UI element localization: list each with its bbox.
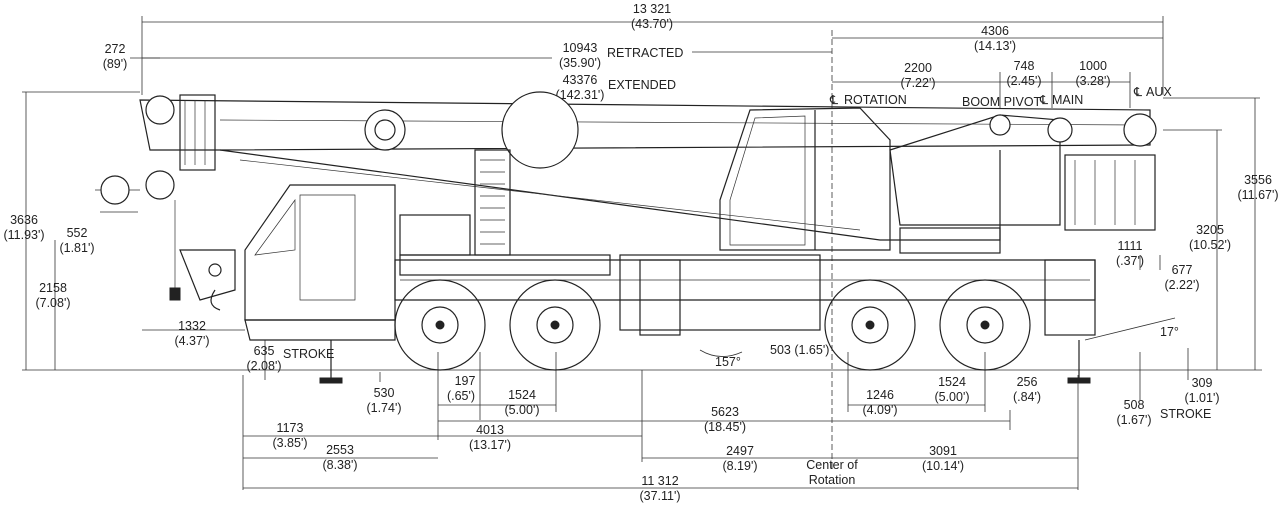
rotation-label: ROTATION xyxy=(844,93,907,107)
d2553-mm: 2553 xyxy=(326,443,354,457)
angle-157: 157° xyxy=(715,355,741,369)
pivot-main-mm: 748 xyxy=(1014,59,1035,73)
retracted-mm: 10943 xyxy=(563,41,598,55)
sheave-drop-mm: 552 xyxy=(67,226,88,240)
d197-mm: 197 xyxy=(455,374,476,388)
rotation-cl: ℄ xyxy=(829,93,839,107)
front-axle-gap-ft: (5.00') xyxy=(504,403,539,417)
boom-tip-mm: 272 xyxy=(105,42,126,56)
cab-height-mm: 2158 xyxy=(39,281,67,295)
boom-pivot-label: BOOM PIVOT xyxy=(962,95,1042,109)
ground-530-mm: 530 xyxy=(374,386,395,400)
front-overhang-ft: (4.37') xyxy=(174,334,209,348)
rear-total-mm: 4306 xyxy=(981,24,1009,38)
retracted-ft: (35.90') xyxy=(559,56,601,70)
front-stroke-label: STROKE xyxy=(283,347,334,361)
retracted-label: RETRACTED xyxy=(607,46,683,60)
overall-height-mm: 3636 xyxy=(10,213,38,227)
rear-stroke-mm: 508 xyxy=(1124,398,1145,412)
rear-axle-gap-ft: (5.00') xyxy=(934,390,969,404)
angle-17: 17° xyxy=(1160,325,1179,339)
sheave-drop-ft: (1.81') xyxy=(59,241,94,255)
d1173-ft: (3.85') xyxy=(272,436,307,450)
front-axle-gap-mm: 1524 xyxy=(508,388,536,402)
small-111-mm: 1111 xyxy=(1117,239,1142,253)
front-stroke-ft: (2.08') xyxy=(246,359,281,373)
crane-body xyxy=(100,91,1157,384)
rear-height-ft: (10.52') xyxy=(1189,238,1231,252)
pivot-height-mm: 3556 xyxy=(1244,173,1272,187)
aux-label: AUX xyxy=(1146,85,1172,99)
front-overhang-mm: 1332 xyxy=(178,319,206,333)
d2497-ft: (8.19') xyxy=(722,459,757,473)
front-stroke-mm: 635 xyxy=(254,344,275,358)
boom-tip-ft: (89') xyxy=(103,57,128,71)
pivot-main-ft: (2.45') xyxy=(1006,74,1041,88)
d256-mm: 256 xyxy=(1017,375,1038,389)
rear-axle-gap-mm: 1524 xyxy=(938,375,966,389)
d309-mm: 309 xyxy=(1192,376,1213,390)
rear-total-ft: (14.13') xyxy=(974,39,1016,53)
outrigger-span-ft: (37.11') xyxy=(639,489,680,503)
d256-ft: (.84') xyxy=(1013,390,1041,404)
dimension-lines: 13 321 (43.70') 272 (89') 10943 (35.90')… xyxy=(3,2,1278,503)
d5623-ft: (18.45') xyxy=(704,420,746,434)
rear-677-mm: 677 xyxy=(1172,263,1193,277)
d3091-ft: (10.14') xyxy=(922,459,964,473)
rot-pivot-ft: (7.22') xyxy=(900,76,935,90)
d2553-ft: (8.38') xyxy=(322,458,357,472)
rear-height-mm: 3205 xyxy=(1196,223,1224,237)
d3091-mm: 3091 xyxy=(929,444,957,458)
main-label: MAIN xyxy=(1052,93,1083,107)
rear-677-ft: (2.22') xyxy=(1164,278,1199,292)
ground-530-ft: (1.74') xyxy=(366,401,401,415)
d309-ft: (1.01') xyxy=(1184,391,1219,405)
d5623-mm: 5623 xyxy=(711,405,739,419)
aux-cl: ℄ xyxy=(1133,85,1143,99)
d4013-mm: 4013 xyxy=(476,423,504,437)
rear-stroke-ft: (1.67') xyxy=(1116,413,1151,427)
ground-503: 503 (1.65') xyxy=(770,343,829,357)
center-rotation-line1: Center of xyxy=(806,458,858,472)
small-111-ft: (.37') xyxy=(1116,254,1144,268)
extended-mm: 43376 xyxy=(563,73,598,87)
overall-height-ft: (11.93') xyxy=(3,228,44,242)
d1173-mm: 1173 xyxy=(277,421,304,435)
main-aux-mm: 1000 xyxy=(1079,59,1107,73)
overall-length-mm: 13 321 xyxy=(633,2,671,16)
main-aux-ft: (3.28') xyxy=(1075,74,1110,88)
center-rotation-line2: Rotation xyxy=(809,473,856,487)
d4013-ft: (13.17') xyxy=(469,438,511,452)
extended-label: EXTENDED xyxy=(608,78,676,92)
d2497-mm: 2497 xyxy=(726,444,754,458)
wheels xyxy=(394,279,1031,371)
overall-length-ft: (43.70') xyxy=(631,17,673,31)
rot-pivot-mm: 2200 xyxy=(904,61,932,75)
rear-stroke-label: STROKE xyxy=(1160,407,1211,421)
cab-height-ft: (7.08') xyxy=(35,296,70,310)
extended-ft: (142.31') xyxy=(556,88,605,102)
d1246-mm: 1246 xyxy=(866,388,894,402)
pivot-height-ft: (11.67') xyxy=(1237,188,1278,202)
d197-ft: (.65') xyxy=(447,389,475,403)
main-cl: ℄ xyxy=(1039,93,1049,107)
d1246-ft: (4.09') xyxy=(862,403,897,417)
outrigger-span-mm: 11 312 xyxy=(641,474,678,488)
